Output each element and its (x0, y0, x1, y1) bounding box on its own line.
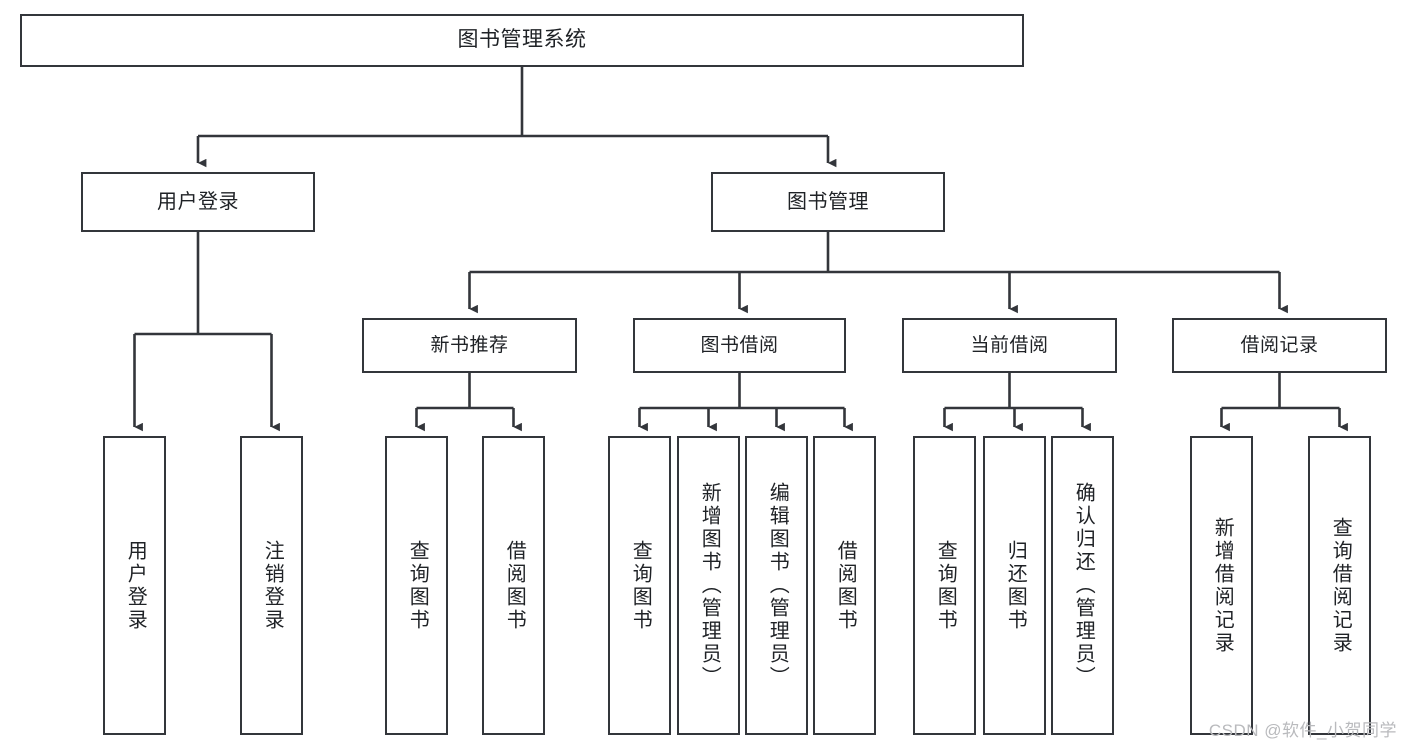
node-leaf-query-record: 查询借阅记录 (1308, 436, 1371, 735)
node-label: 当前借阅 (970, 334, 1049, 356)
node-label: 借阅记录 (1240, 334, 1319, 356)
node-leaf-logout: 注销登录 (240, 436, 303, 735)
node-borrow-record: 借阅记录 (1172, 318, 1387, 373)
node-label: 借阅图书 (834, 539, 857, 632)
node-leaf-edit-book: 编辑图书（管理员） (745, 436, 808, 735)
node-label: 查询图书 (629, 539, 652, 632)
node-label: 用户登录 (124, 539, 147, 632)
node-label: 查询图书 (934, 539, 957, 632)
node-label: 注销登录 (261, 539, 284, 632)
node-label: 归还图书 (1004, 539, 1027, 632)
node-label: 新增图书（管理员） (698, 482, 721, 689)
node-label: 新增借阅记录 (1211, 516, 1234, 655)
node-leaf-user-login: 用户登录 (103, 436, 166, 735)
node-label: 借阅图书 (503, 539, 526, 632)
node-book-borrow: 图书借阅 (633, 318, 846, 373)
node-label: 确认归还（管理员） (1072, 482, 1095, 689)
node-leaf-query-book-3: 查询图书 (913, 436, 976, 735)
node-current-borrow: 当前借阅 (902, 318, 1117, 373)
node-label: 查询图书 (406, 539, 429, 632)
node-leaf-add-record: 新增借阅记录 (1190, 436, 1253, 735)
node-leaf-query-book-1: 查询图书 (385, 436, 448, 735)
node-leaf-return-book: 归还图书 (983, 436, 1046, 735)
node-label: 图书借阅 (700, 334, 779, 356)
node-root: 图书管理系统 (20, 14, 1024, 67)
node-label: 图书管理系统 (457, 28, 587, 52)
node-user-login: 用户登录 (81, 172, 315, 232)
node-leaf-borrow-book-2: 借阅图书 (813, 436, 876, 735)
node-label: 图书管理 (787, 190, 869, 213)
node-leaf-borrow-book-1: 借阅图书 (482, 436, 545, 735)
node-label: 用户登录 (157, 190, 239, 213)
node-new-book-recommend: 新书推荐 (362, 318, 577, 373)
node-leaf-add-book: 新增图书（管理员） (677, 436, 740, 735)
node-label: 编辑图书（管理员） (766, 482, 789, 689)
node-leaf-confirm-return: 确认归还（管理员） (1051, 436, 1114, 735)
node-label: 新书推荐 (430, 334, 509, 356)
node-label: 查询借阅记录 (1329, 516, 1352, 655)
node-book-manage: 图书管理 (711, 172, 945, 232)
node-leaf-query-book-2: 查询图书 (608, 436, 671, 735)
